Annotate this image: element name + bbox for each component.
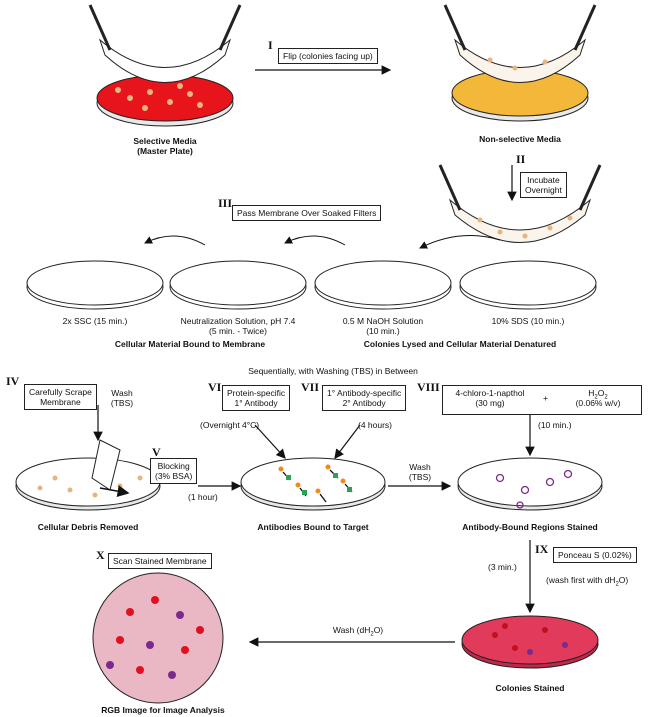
filter-dish-naoh — [314, 260, 452, 310]
wash-tbs-sub: (TBS) — [408, 472, 432, 482]
membrane-with-forceps-3 — [438, 164, 602, 243]
arrow-to-neutralization — [284, 235, 346, 246]
step-9-wash: (wash first with dH2O) — [546, 575, 629, 588]
step-5-line1: Blocking — [157, 461, 190, 471]
step-9-time: (3 min.) — [488, 562, 517, 572]
sequential-label: Sequentially, with Washing (TBS) in Betw… — [248, 366, 418, 376]
step-8-reagent1: 4-chloro-1-napthol — [455, 388, 525, 398]
step-8-reagent2-amount: (0.06% w/v) — [575, 398, 621, 408]
nonselective-media-label: Non-selective Media — [479, 134, 561, 144]
step-2-line2: Overnight — [525, 185, 562, 195]
lysed-caption: Colonies Lysed and Cellular Material Den… — [363, 339, 557, 349]
neutralization-label-2: (5 min. - Twice) — [209, 326, 267, 336]
antibodies-caption: Antibodies Bound to Target — [257, 522, 369, 532]
scanned-image — [92, 572, 224, 704]
step-8-box: 4-chloro-1-napthol (30 mg) + H2O2 (0.06%… — [442, 385, 642, 415]
selective-media-label: Selective Media — [133, 136, 197, 146]
step-2-line1: Incubate — [527, 175, 560, 185]
arrow-step-7 — [334, 424, 361, 459]
step-5-number: V — [152, 445, 161, 459]
step-8-plus: + — [543, 393, 548, 403]
filter-dish-neutralization — [169, 260, 307, 310]
step-8-h2o2: H2O2 — [588, 388, 608, 401]
colonies-stained-plate — [461, 615, 599, 669]
debris-caption: Cellular Debris Removed — [37, 522, 139, 532]
filter-dish-ssc — [26, 260, 164, 310]
bound-membrane-caption: Cellular Material Bound to Membrane — [114, 339, 266, 349]
step-7-number: VII — [301, 380, 320, 394]
naoh-label-2: (10 min.) — [366, 326, 400, 336]
step-4-line2: Membrane — [40, 397, 81, 407]
step-7-time: (4 hours) — [358, 420, 393, 430]
antibody-plate — [240, 457, 386, 511]
step-4-number: IV — [6, 374, 20, 388]
rgb-image-caption: RGB Image for Image Analysis — [101, 705, 225, 715]
master-plate — [96, 74, 234, 127]
wash-tbs-label: Wash — [409, 462, 431, 472]
sds-label: 10% SDS (10 min.) — [491, 316, 565, 326]
step-6-time: (Overnight 4°C) — [200, 420, 260, 430]
step-8-number: VIII — [417, 380, 440, 394]
arrow-to-ssc — [144, 235, 206, 246]
step-9-number: IX — [535, 542, 549, 556]
master-plate-label: (Master Plate) — [137, 146, 193, 156]
arrow-to-naoh — [419, 235, 501, 249]
ssc-label: 2x SSC (15 min.) — [62, 316, 128, 326]
step-3-number: III — [218, 196, 233, 210]
step-1-label: Flip (colonies facing up) — [278, 48, 378, 64]
colonies-stained-caption: Colonies Stained — [495, 683, 565, 693]
step-4-box: Carefully Scrape Membrane — [24, 384, 97, 410]
stained-regions-plate — [457, 457, 603, 511]
step-2-box: Incubate Overnight — [520, 172, 567, 198]
wash-dh2o-label: Wash (dH2O) — [332, 625, 384, 638]
step-6-line1: Protein-specific — [227, 388, 286, 398]
step-5-time: (1 hour) — [188, 492, 218, 502]
step-10-number: X — [96, 548, 105, 562]
filter-dish-sds — [459, 260, 597, 310]
step-9-label: Ponceau S (0.02%) — [553, 547, 637, 563]
step-4-wash: Wash — [111, 388, 133, 398]
step-2-number: II — [516, 152, 526, 166]
step-4-line1: Carefully Scrape — [29, 387, 92, 397]
debris-plate — [15, 439, 161, 511]
step-6-box: Protein-specific 1° Antibody — [222, 385, 291, 411]
step-8-time: (10 min.) — [538, 420, 572, 430]
step-6-number: VI — [208, 380, 222, 394]
membrane-with-forceps-1 — [88, 4, 242, 83]
stained-regions-caption: Antibody-Bound Regions Stained — [462, 522, 598, 532]
arrow-step-6 — [254, 424, 286, 459]
step-4-wash-tbs: (TBS) — [110, 398, 134, 408]
step-6-line2: 1° Antibody — [234, 398, 278, 408]
naoh-label-1: 0.5 M NaOH Solution — [342, 316, 424, 326]
step-7-line2: 2° Antibody — [342, 398, 386, 408]
step-10-label: Scan Stained Membrane — [108, 553, 212, 569]
step-1-number: I — [268, 38, 273, 52]
step-8-reagent1-amount: (30 mg) — [475, 398, 505, 408]
step-3-label: Pass Membrane Over Soaked Filters — [232, 205, 382, 221]
membrane-with-forceps-2 — [443, 4, 597, 83]
step-7-box: 1° Antibody-specific 2° Antibody — [322, 385, 407, 411]
neutralization-label-1: Neutralization Solution, pH 7.4 — [180, 316, 296, 326]
step-5-line2: (3% BSA) — [155, 471, 193, 481]
step-5-box: Blocking (3% BSA) — [150, 458, 198, 484]
step-7-line1: 1° Antibody-specific — [327, 388, 402, 398]
